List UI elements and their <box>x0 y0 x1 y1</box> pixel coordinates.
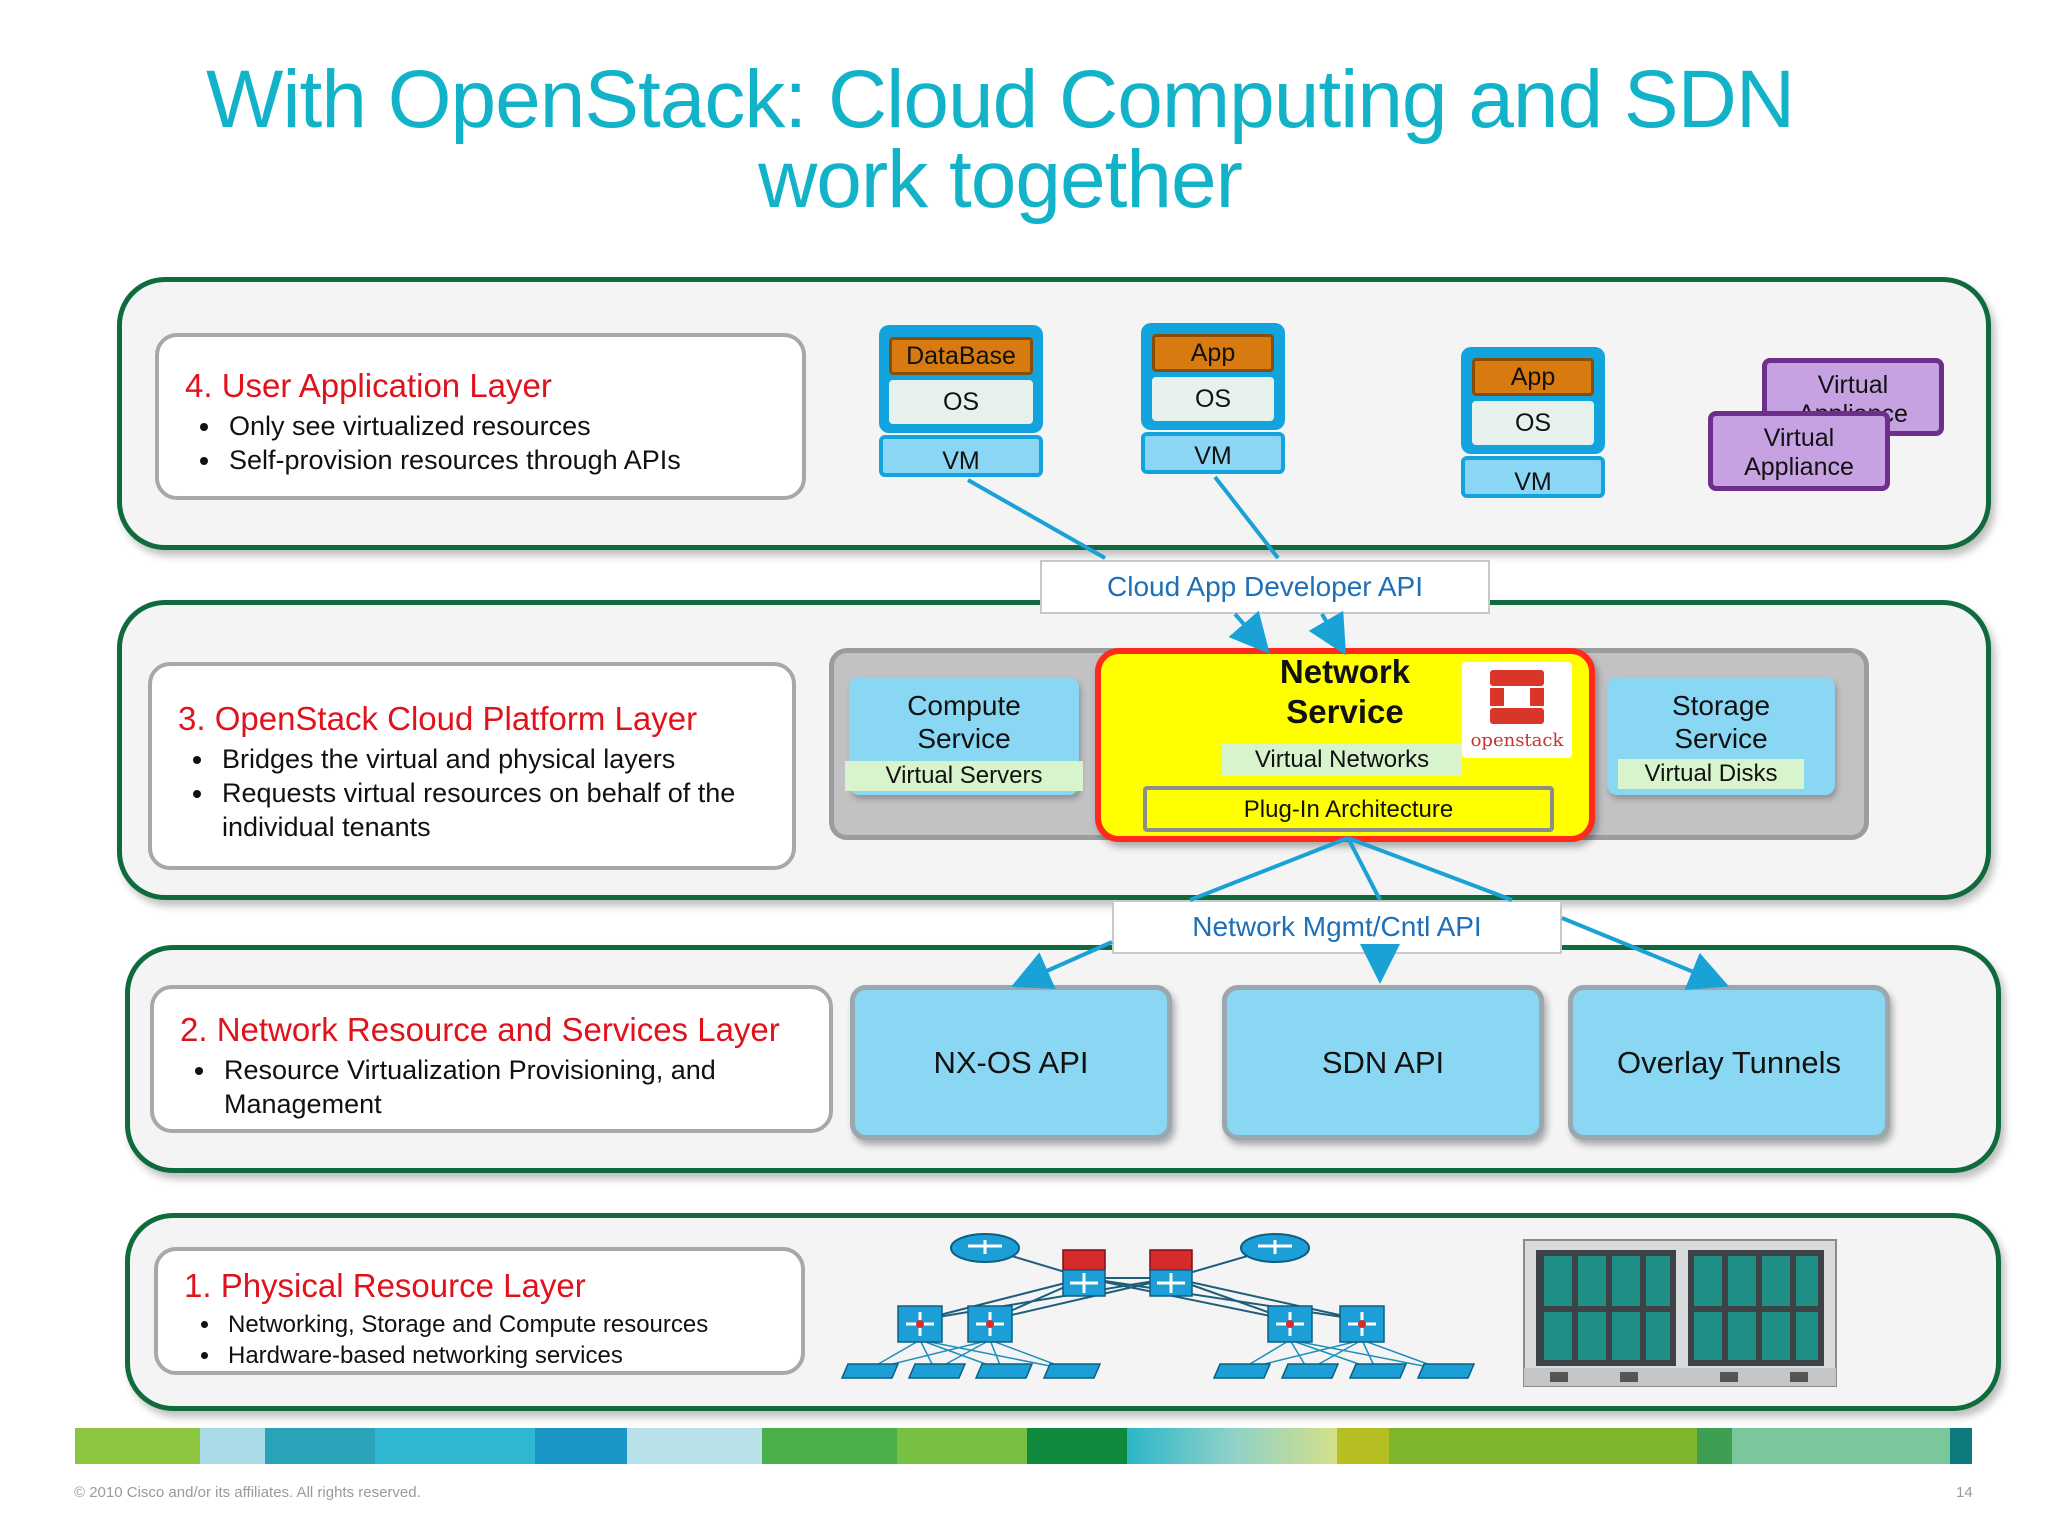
layer-3-bullet: Bridges the virtual and physical layers <box>216 742 766 776</box>
color-strip-segment <box>1950 1428 1972 1464</box>
switch-icon <box>1267 1305 1313 1343</box>
layer-4-bullet: Self-provision resources through APIs <box>223 443 776 477</box>
switch-icon <box>1339 1305 1385 1343</box>
layer-3-bullet: Requests virtual resources on behalf of … <box>216 776 766 844</box>
compute-line-2: Service <box>917 723 1011 754</box>
openstack-logo-text: openstack <box>1470 730 1564 751</box>
network-line-1: Network <box>1279 653 1411 690</box>
color-strip-segment <box>1732 1428 1950 1464</box>
arrow-plugin-fan-mid <box>1346 837 1382 901</box>
page-number: 14 <box>1956 1484 1973 1501</box>
arrow-plugin-fan-right <box>1347 836 1513 902</box>
access-switch-icon <box>1212 1363 1272 1379</box>
arrow-api-to-network-right <box>1308 610 1347 656</box>
arrow-to-overlay <box>1561 916 1730 990</box>
title-line-1: With OpenStack: Cloud Computing and SDN <box>205 54 1795 145</box>
color-strip-segment <box>897 1428 1027 1464</box>
os-label: OS <box>889 380 1033 424</box>
color-strip-segment <box>1127 1428 1337 1464</box>
layer-4-description: 4. User Application Layer Only see virtu… <box>155 333 806 500</box>
color-strip-segment <box>200 1428 265 1464</box>
color-strip-segment <box>627 1428 762 1464</box>
router-icon <box>950 1233 1020 1263</box>
access-switch-icon <box>840 1363 900 1379</box>
firewall-switch-icon <box>1149 1249 1193 1297</box>
arrow-plugin-fan-left <box>1189 836 1349 902</box>
color-strip-segment <box>375 1428 535 1464</box>
switch-icon <box>967 1305 1013 1343</box>
router-icon <box>1240 1233 1310 1263</box>
vm-label: VM <box>1141 432 1285 474</box>
nx-os-api-box: NX-OS API <box>850 985 1172 1140</box>
storage-line-2: Service <box>1674 723 1768 754</box>
appliance-line-1: Virtual <box>1763 424 1835 452</box>
title-line-2: work together <box>758 134 1243 225</box>
os-label: OS <box>1152 377 1274 421</box>
plugin-architecture: Plug-In Architecture <box>1143 786 1554 832</box>
color-strip-segment <box>1389 1428 1697 1464</box>
arrow-api-to-network-left <box>1228 610 1270 655</box>
layer-4-heading: 4. User Application Layer <box>185 367 552 404</box>
network-line-2: Service <box>1286 693 1404 730</box>
cloud-app-developer-api: Cloud App Developer API <box>1040 560 1490 614</box>
color-strip-segment <box>265 1428 375 1464</box>
storage-line-1: Storage <box>1671 690 1771 721</box>
virtual-servers-label: Virtual Servers <box>845 761 1083 791</box>
appliance-line-2: Appliance <box>1744 453 1854 481</box>
copyright-footer: © 2010 Cisco and/or its affiliates. All … <box>74 1484 421 1501</box>
openstack-logo: openstack <box>1462 662 1572 758</box>
color-strip-segment <box>535 1428 627 1464</box>
stack-top-label: App <box>1152 334 1274 372</box>
color-strip-segment <box>1697 1428 1732 1464</box>
layer-1-heading: 1. Physical Resource Layer <box>184 1267 586 1304</box>
virtual-appliance-front: Virtual Appliance <box>1708 411 1890 491</box>
layer-1-bullet: Hardware-based networking services <box>222 1340 775 1371</box>
layer-2-bullet: Resource Virtualization Provisioning, an… <box>218 1053 803 1121</box>
arrow-vm2-to-network <box>1213 475 1280 560</box>
os-label: OS <box>1472 401 1594 445</box>
access-switch-icon <box>1280 1363 1340 1379</box>
layer-1-bullet: Networking, Storage and Compute resource… <box>222 1309 775 1340</box>
stack-top-label: DataBase <box>889 337 1033 375</box>
layer-3-description: 3. OpenStack Cloud Platform Layer Bridge… <box>148 662 796 870</box>
color-strip-segment <box>1337 1428 1389 1464</box>
slide-title: With OpenStack: Cloud Computing and SDN … <box>0 54 2000 225</box>
arrow-to-nx-os <box>1011 940 1113 989</box>
access-switch-icon <box>1416 1363 1476 1379</box>
access-switch-icon <box>907 1363 967 1379</box>
openstack-logo-icon <box>1490 670 1544 724</box>
network-mgmt-cntl-api: Network Mgmt/Cntl API <box>1112 900 1562 954</box>
vm-label: VM <box>879 435 1043 477</box>
vm-label: VM <box>1461 456 1605 498</box>
virtual-disks-label: Virtual Disks <box>1618 759 1804 789</box>
layer-4-bullet: Only see virtualized resources <box>223 409 776 443</box>
color-strip-segment <box>75 1428 200 1464</box>
stack-top-label: App <box>1472 358 1594 396</box>
network-service-title: Network Service <box>1195 652 1495 732</box>
color-strip-segment <box>1027 1428 1127 1464</box>
access-switch-icon <box>1348 1363 1408 1379</box>
firewall-switch-icon <box>1062 1249 1106 1297</box>
sdn-api-box: SDN API <box>1222 985 1544 1140</box>
access-switch-icon <box>1042 1363 1102 1379</box>
switch-icon <box>897 1305 943 1343</box>
layer-1-description: 1. Physical Resource Layer Networking, S… <box>154 1247 805 1375</box>
arrow-vm1-to-network <box>967 478 1106 560</box>
layer-2-description: 2. Network Resource and Services Layer R… <box>150 985 833 1133</box>
blade-server-chassis-icon <box>1523 1239 1837 1387</box>
layer-3-heading: 3. OpenStack Cloud Platform Layer <box>178 700 698 737</box>
access-switch-icon <box>974 1363 1034 1379</box>
layer-2-heading: 2. Network Resource and Services Layer <box>180 1011 780 1048</box>
compute-line-1: Compute <box>907 690 1021 721</box>
color-strip-segment <box>762 1428 897 1464</box>
virtual-networks-label: Virtual Networks <box>1222 744 1462 776</box>
